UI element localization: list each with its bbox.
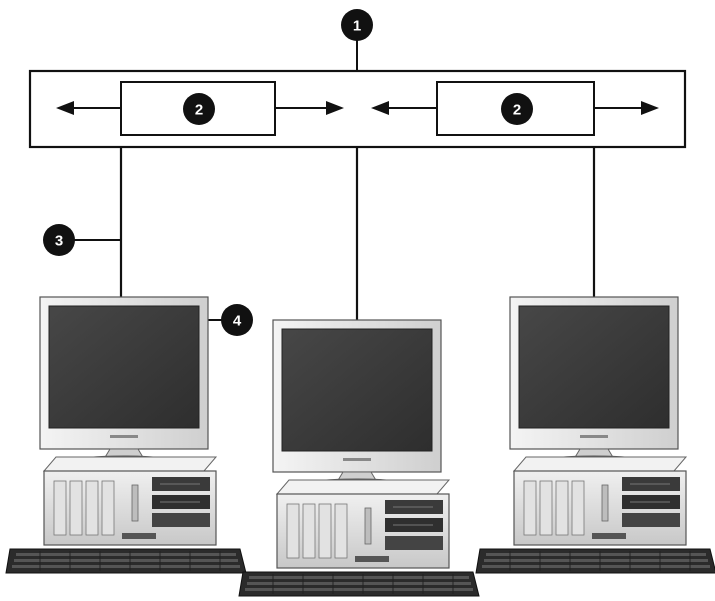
callout-4: 4	[221, 304, 253, 336]
svg-text:2: 2	[513, 102, 521, 119]
arrow-left-outer	[56, 101, 121, 115]
svg-text:3: 3	[55, 233, 63, 250]
svg-text:1: 1	[353, 18, 361, 35]
callout-2-right: 2	[501, 93, 533, 125]
arrow-right-outer	[594, 101, 659, 115]
svg-text:2: 2	[195, 102, 203, 119]
computer-right	[475, 296, 715, 574]
svg-text:4: 4	[233, 313, 242, 330]
computer-left	[5, 296, 247, 574]
arrow-right-inner-left	[275, 101, 344, 115]
callout-2-left: 2	[183, 93, 215, 125]
arrow-left-inner-right	[371, 101, 437, 115]
callout-1: 1	[341, 9, 373, 41]
callout-3: 3	[43, 224, 75, 256]
computer-center	[238, 319, 480, 597]
